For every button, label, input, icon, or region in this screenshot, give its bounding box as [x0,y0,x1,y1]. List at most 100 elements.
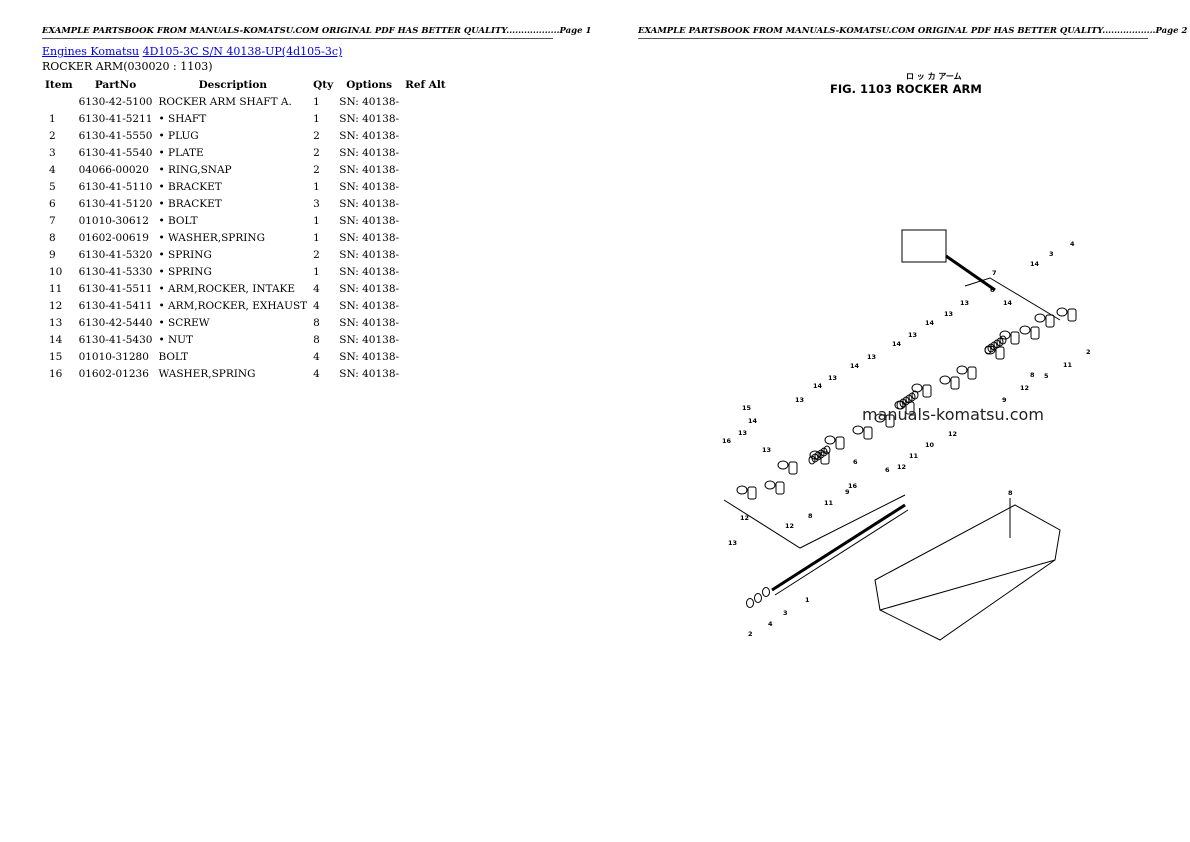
cell-opt: SN: 40138- [339,333,400,346]
part-bracket [995,346,1005,360]
callout-label: 14 [813,382,823,390]
part-bracket [922,384,932,398]
cell-part: 6130-41-5430 [78,333,153,346]
part-bracket [905,401,915,415]
cell-qty: 4 [313,350,320,363]
callout-label: 13 [944,310,953,318]
cell-qty: 8 [313,316,320,329]
callout-label: 13 [908,331,917,339]
cell-part: 6130-41-5540 [78,146,153,159]
cell-item: 10 [49,265,63,278]
cell-item: 9 [49,248,56,261]
callout-label: 13 [762,446,771,454]
cell-item: 3 [49,146,56,159]
cell-desc: WASHER,SPRING [158,367,256,380]
part-shape [852,425,864,435]
callout-label: 14 [892,340,902,348]
callout-label: 13 [795,396,804,404]
callout-label: 7 [992,269,997,277]
page-header: EXAMPLE PARTSBOOK FROM MANUALS-KOMATSU.C… [42,26,591,39]
callout-label: 13 [828,374,837,382]
cell-opt: SN: 40138- [339,146,400,159]
callout-label: 12 [1020,384,1029,392]
callout-label: 12 [897,463,906,471]
part-shape [939,375,951,385]
part-shape [874,413,886,423]
spring-coil [999,335,1007,345]
part-bracket [747,486,757,500]
callout-label: 2 [748,630,753,638]
cell-opt: SN: 40138- [339,129,400,142]
cell-qty: 4 [313,282,320,295]
callout-label: 14 [925,319,935,327]
callout-label: 9 [845,488,850,496]
shaft-edge [774,509,909,596]
part-bracket [788,461,798,475]
part-bracket [835,436,845,450]
cell-item: 13 [49,316,63,329]
cell-part: 6130-41-5120 [78,197,153,210]
cell-desc: ROCKER ARM SHAFT A. [158,95,292,108]
table-row: 3 6130-41-5540 • PLATE 2 SN: 40138- [42,144,449,161]
cell-part: 6130-41-5511 [78,282,153,295]
callout-label: 11 [909,452,919,460]
cell-item: 15 [49,350,63,363]
washer [754,593,762,603]
cell-part: 6130-42-5100 [78,95,153,108]
cell-part: 01602-00619 [78,231,149,244]
breadcrumb-link-model[interactable]: 4D105-3C S/N 40138-UP(4d105-3c) [142,45,343,58]
cell-item: 8 [49,231,56,244]
callout-label: 6 [853,458,858,466]
cell-qty: 4 [313,299,320,312]
part-shape [736,485,748,495]
cell-opt: SN: 40138- [339,282,400,295]
callout-label: 4 [768,620,773,628]
callout-label: 10 [925,441,935,449]
assembly-frame [723,494,906,549]
callout-label: 12 [948,430,957,438]
cell-item: 2 [49,129,56,142]
part-shape [999,330,1011,340]
cylinder-head-edge [879,559,1056,611]
cell-qty: 2 [313,146,320,159]
cell-qty: 1 [313,112,320,125]
part-bracket [1067,308,1077,322]
callout-label: 15 [742,404,752,412]
callout-label: 14 [748,417,758,425]
cell-desc: • NUT [158,333,194,346]
cell-opt: SN: 40138- [339,299,400,312]
figure-title: FIG. 1103 ROCKER ARM [830,82,982,96]
cell-qty: 4 [313,367,320,380]
cell-part: 6130-42-5440 [78,316,153,329]
callout-label: 14 [850,362,860,370]
cell-desc: • PLATE [158,146,204,159]
breadcrumb-link-engines[interactable]: Engines Komatsu [42,45,140,58]
callout-label: 5 [1044,372,1049,380]
callout-label: 16 [722,437,732,445]
washer [762,587,770,597]
watermark: manuals-komatsu.com [862,405,1044,424]
figure-title-jp: ロ ッ カ アーム [906,72,962,81]
cell-desc: BOLT [158,350,189,363]
callout-label: 4 [1070,240,1075,248]
part-bracket [950,376,960,390]
cell-item: 16 [49,367,63,380]
cell-qty: 1 [313,231,320,244]
part-bracket [1030,326,1040,340]
part-bracket [1045,314,1055,328]
callout-label: 16 [848,482,858,490]
cell-opt: SN: 40138- [339,95,400,108]
diagram-lines [723,229,1077,641]
part-shape [764,480,776,490]
cell-opt: SN: 40138- [339,180,400,193]
callout-label: 12 [785,522,794,530]
